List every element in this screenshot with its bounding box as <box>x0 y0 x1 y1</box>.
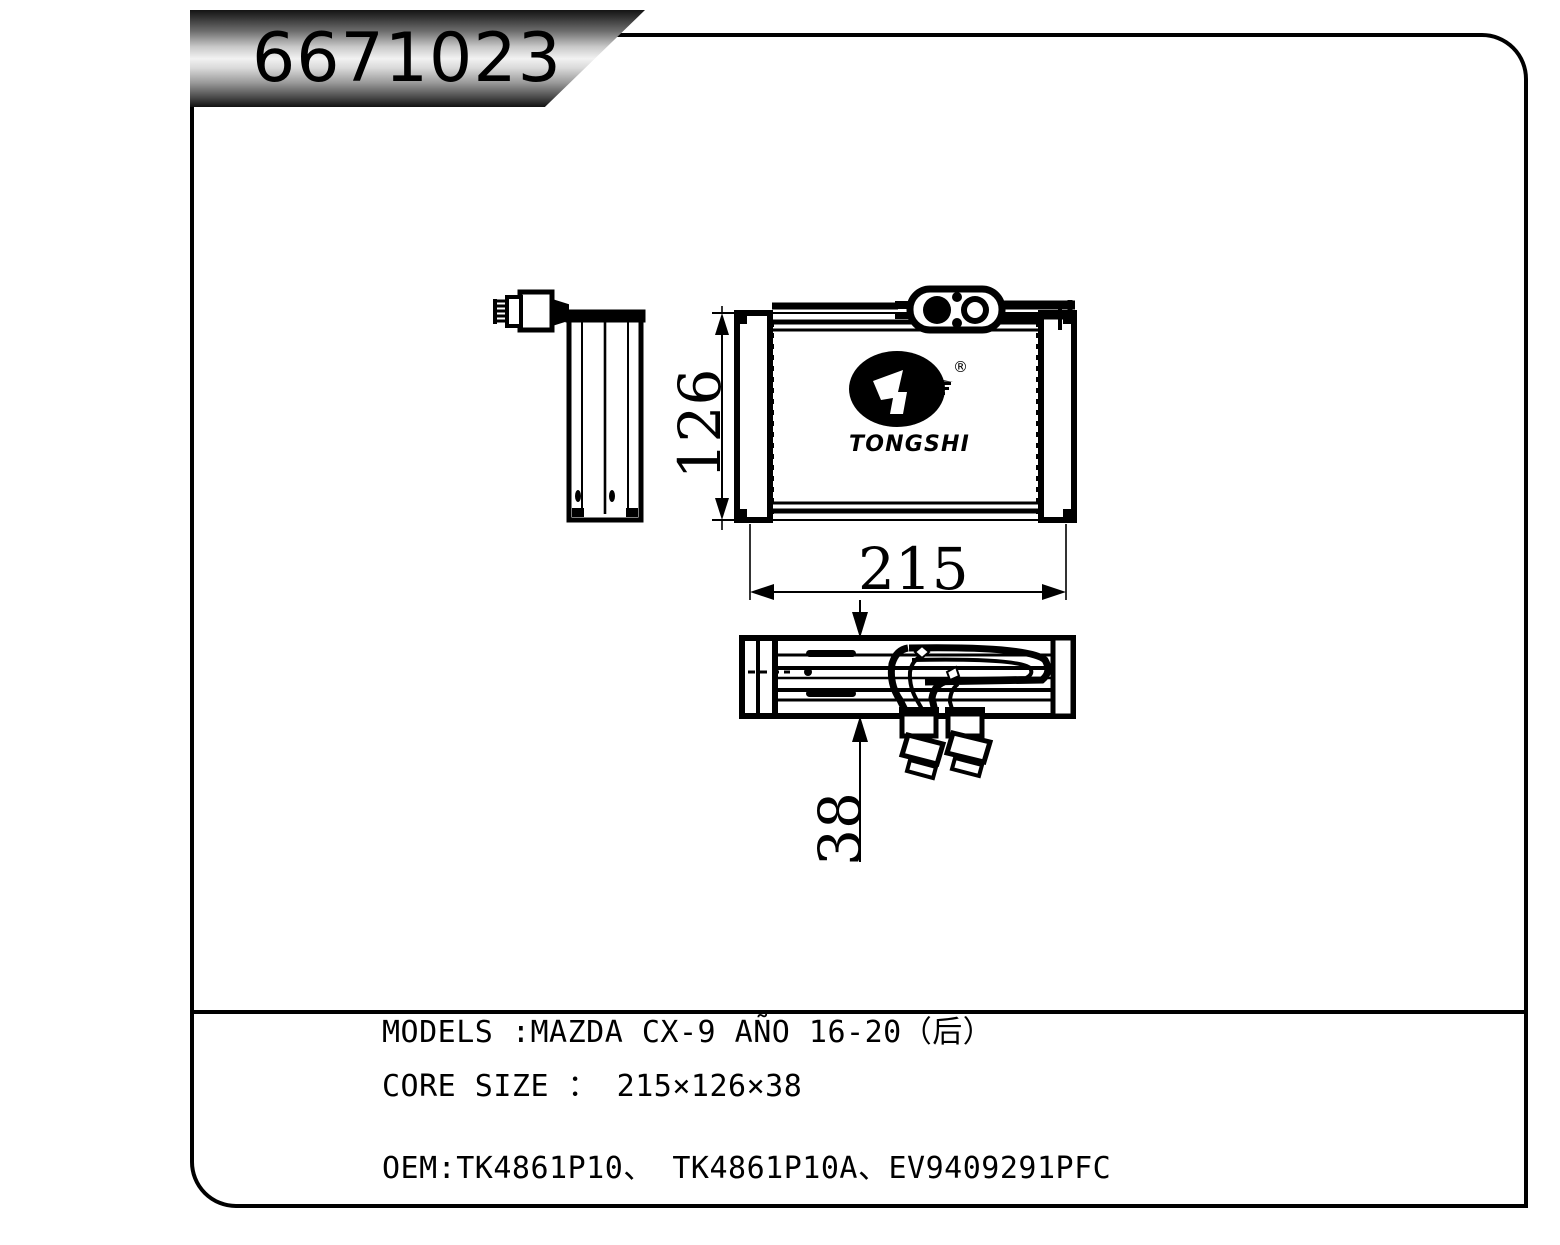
spec-core-size: CORE SIZE ： 215×126×38 <box>382 1069 803 1104</box>
tongshi-logo: ® TONGSHI <box>845 348 985 473</box>
registered-trademark-icon: ® <box>953 358 968 376</box>
dimension-label-depth: 38 <box>806 792 874 866</box>
dimension-label-height: 126 <box>666 368 734 480</box>
dimension-label-width: 215 <box>858 535 969 603</box>
specification-block: MODELS :MAZDA CX-9 AÑO 16-20（后） CORE SIZ… <box>382 1018 1512 1184</box>
spec-models: MODELS :MAZDA CX-9 AÑO 16-20（后） <box>382 1015 994 1050</box>
part-number-label: 6671023 <box>252 18 562 98</box>
brand-wordmark: TONGSHI <box>849 432 971 457</box>
drawing-frame-border <box>190 33 1528 1208</box>
spec-oem: OEM:TK4861P10、 TK4861P10A、EV9409291PFC <box>382 1151 1112 1186</box>
spec-separator-line <box>190 1010 1528 1014</box>
tongshi-logo-icon <box>849 351 953 427</box>
